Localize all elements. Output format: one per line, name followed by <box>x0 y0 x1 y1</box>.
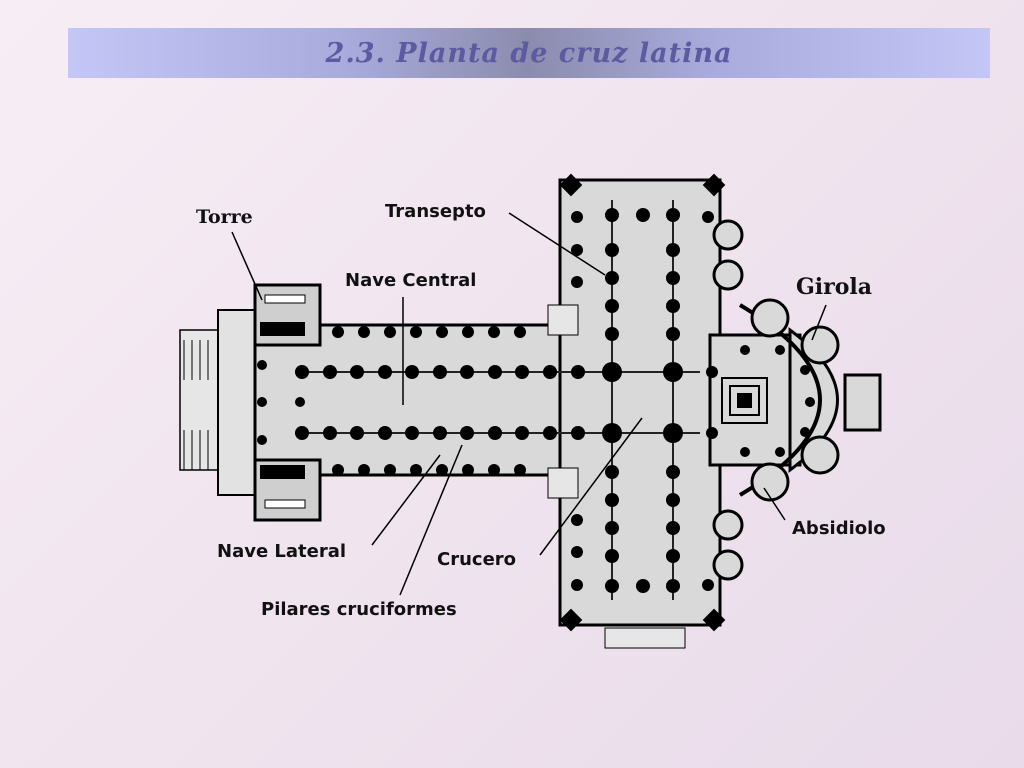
steps <box>183 304 686 649</box>
tower-details <box>260 294 306 509</box>
label-nave-lateral: Nave Lateral <box>217 541 346 562</box>
label-torre: Torre <box>196 206 253 228</box>
label-transepto: Transepto <box>385 201 486 222</box>
altar <box>721 377 768 424</box>
label-girola: Girola <box>796 274 872 300</box>
slide-title: 2.3. Planta de cruz latina <box>325 37 733 69</box>
title-bar: 2.3. Planta de cruz latina <box>68 28 990 78</box>
label-crucero: Crucero <box>437 549 516 570</box>
label-absidiolo: Absidiolo <box>792 518 886 539</box>
label-nave-central: Nave Central <box>345 270 476 291</box>
radiating-chapels <box>712 219 840 581</box>
leader-lines <box>231 212 827 596</box>
label-pilares-cruciformes: Pilares cruciformes <box>261 599 457 620</box>
plan-walls <box>179 178 882 627</box>
